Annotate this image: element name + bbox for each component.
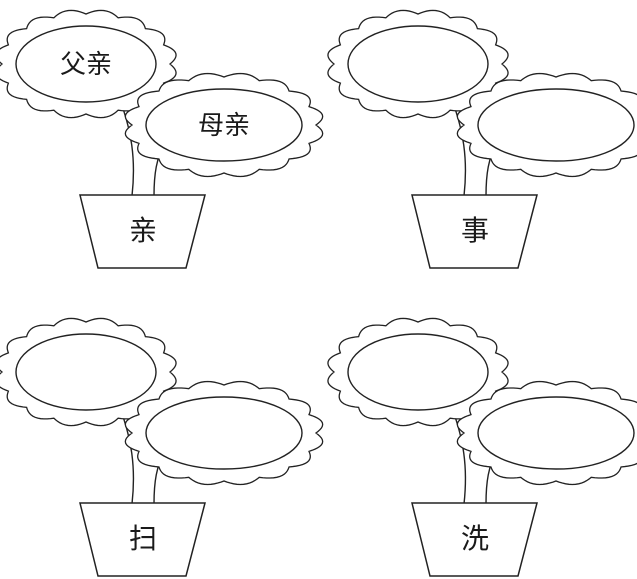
top-flower (0, 317, 177, 427)
top-flower: 父亲 (0, 9, 177, 119)
side-flower (456, 380, 637, 486)
side-flower-center (145, 396, 303, 470)
side-flower: 母亲 (124, 72, 324, 178)
flower-pot (79, 502, 206, 577)
top-flower-label: 父亲 (60, 50, 112, 80)
flower-pot (79, 194, 206, 269)
pot-character: 洗 (461, 522, 489, 555)
side-flower-label: 母亲 (198, 111, 250, 141)
top-flower (327, 9, 509, 119)
flower-pot (411, 502, 538, 577)
flower-pot-plant: 扫 (0, 317, 324, 577)
pot-character: 亲 (129, 214, 157, 247)
side-flower-center (145, 88, 303, 162)
side-flower-center (477, 396, 635, 470)
pot-character: 扫 (129, 522, 157, 555)
pot-character: 事 (461, 214, 489, 247)
top-flower (327, 317, 509, 427)
flower-pot (411, 194, 538, 269)
top-flower-center (15, 25, 157, 103)
side-flower (124, 380, 324, 486)
flower-pot-plant: 洗 (327, 317, 637, 577)
side-flower-center (477, 88, 635, 162)
top-flower-center (15, 333, 157, 411)
side-flower (456, 72, 637, 178)
top-flower-center (347, 333, 489, 411)
top-flower-center (347, 25, 489, 103)
flower-pot-plant: 事 (327, 9, 637, 269)
